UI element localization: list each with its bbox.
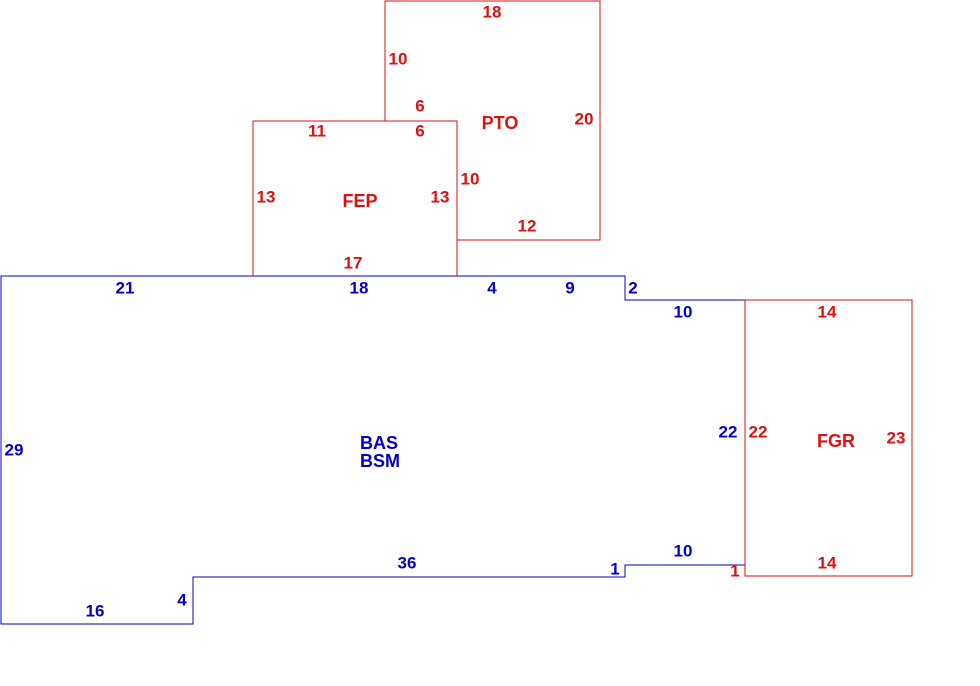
main-notch-dimension: 1 — [610, 559, 619, 578]
pto-top-dimension: 18 — [483, 2, 502, 21]
pto-bottom-dimension: 12 — [518, 216, 537, 235]
fep-area-code: FEP — [342, 191, 377, 211]
fep-right-dimension: 13 — [431, 187, 450, 206]
main-area-code-secondary: BSM — [360, 451, 400, 471]
fep-top-right-dimension: 6 — [415, 121, 424, 140]
fgr-outline — [744, 299, 913, 577]
main-top-mid-dimension: 18 — [350, 278, 369, 297]
main-right-side-dimension: 22 — [719, 422, 738, 441]
main-area-outline — [0, 275, 746, 625]
pto-labels: PTO 18 10 6 20 10 12 — [389, 2, 594, 235]
main-area-labels: BAS BSM 21 18 4 9 2 10 22 10 1 36 4 16 2… — [5, 278, 738, 620]
main-right-top-dimension: 10 — [674, 302, 693, 321]
main-top-a-dimension: 4 — [487, 278, 497, 297]
main-bottom-long-dimension: 36 — [398, 553, 417, 572]
fgr-right-dimension: 23 — [887, 428, 906, 447]
main-area-code-primary: BAS — [360, 433, 398, 453]
fgr-notch-dimension: 1 — [730, 561, 739, 580]
fgr-top-dimension: 14 — [818, 302, 837, 321]
main-bottom-step-dimension: 4 — [177, 590, 187, 609]
pto-left-upper-dimension: 10 — [389, 49, 408, 68]
main-top-left-dimension: 21 — [116, 278, 135, 297]
pto-inner-top-dimension: 6 — [415, 96, 424, 115]
main-bottom-short-dimension: 16 — [86, 601, 105, 620]
fgr-area-code: FGR — [817, 431, 855, 451]
pto-area-code: PTO — [482, 113, 519, 133]
main-left-side-dimension: 29 — [5, 440, 24, 459]
fep-left-dimension: 13 — [257, 187, 276, 206]
pto-right-dimension: 20 — [575, 109, 594, 128]
fep-outline — [252, 120, 458, 276]
fgr-labels: FGR 14 22 23 14 1 — [730, 302, 905, 580]
fep-top-left-dimension: 11 — [308, 121, 326, 140]
fep-bottom-dimension: 17 — [344, 253, 363, 272]
pto-outline — [384, 0, 601, 241]
main-step-down-dimension: 2 — [628, 278, 637, 297]
fgr-left-dimension: 22 — [749, 422, 768, 441]
pto-left-lower-dimension: 10 — [461, 169, 480, 188]
fep-labels: FEP 11 6 13 13 17 — [257, 121, 450, 272]
fgr-bottom-dimension: 14 — [818, 553, 837, 572]
main-top-b-dimension: 9 — [565, 278, 574, 297]
main-right-bottom-dimension: 10 — [674, 541, 693, 560]
